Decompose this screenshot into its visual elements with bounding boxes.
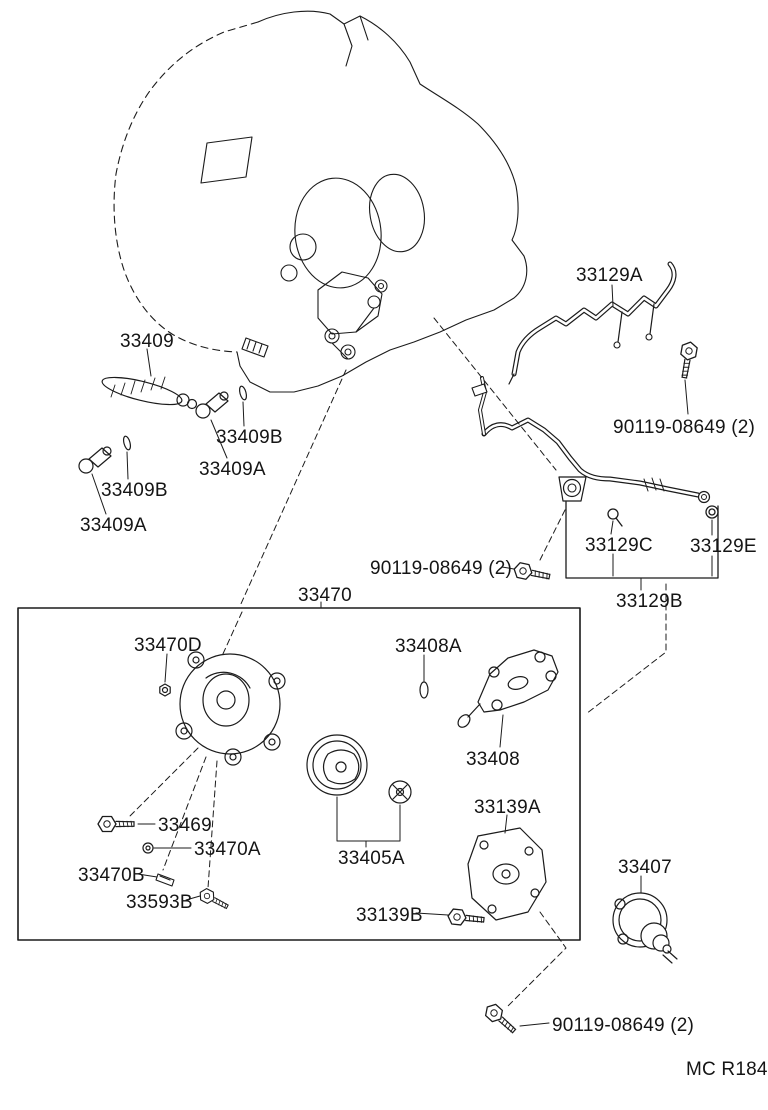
part-label-90119-08649-top: 90119-08649 (2) xyxy=(613,417,756,438)
bolt-33593b xyxy=(196,886,231,913)
oil-cooler-pipes-33129a xyxy=(471,261,711,504)
o-ring-33408a xyxy=(419,681,429,699)
part-label-33409a-lower: 33409A xyxy=(80,515,147,536)
cover-plate-33139a xyxy=(467,827,547,921)
part-label-33139b: 33139B xyxy=(356,905,423,926)
bolt-90119-bottom xyxy=(481,1000,520,1038)
part-label-33470: 33470 xyxy=(298,585,352,606)
group-box-33470 xyxy=(17,607,581,941)
clip-33129c xyxy=(607,508,619,520)
part-label-90119-08649-mid: 90119-08649 (2) xyxy=(370,558,513,579)
part-label-33408a: 33408A xyxy=(395,636,462,657)
bolt-90119-middle xyxy=(511,561,552,585)
oil-pump-body-33470 xyxy=(175,651,286,766)
part-label-33409a-upper: 33409A xyxy=(199,459,266,480)
leader-lines xyxy=(91,284,713,1027)
part-label-33129b: 33129B xyxy=(616,591,683,612)
grommet-33129e xyxy=(705,505,719,519)
bracket-33408 xyxy=(457,649,559,728)
part-label-33405a: 33405A xyxy=(338,848,405,869)
part-label-90119-08649-bottom: 90119-08649 (2) xyxy=(552,1015,695,1036)
part-label-33470b: 33470B xyxy=(78,865,145,886)
part-label-33139a: 33139A xyxy=(474,797,541,818)
construction-dashed-lines xyxy=(129,317,667,1007)
oil-pump-rotor-set-33405a xyxy=(306,734,412,804)
bolt-33139b xyxy=(446,907,486,928)
bolt-33469 xyxy=(97,815,135,833)
washer-33470a xyxy=(142,842,154,854)
pipe-group-bracket-33129b xyxy=(565,501,719,579)
stud-33470b xyxy=(155,873,175,887)
part-label-33407: 33407 xyxy=(618,857,672,878)
pump-drive-gear xyxy=(388,780,412,804)
part-label-33409b-lower: 33409B xyxy=(101,480,168,501)
part-label-33129a: 33129A xyxy=(576,265,643,286)
o-ring-33409b-upper xyxy=(238,385,248,401)
transaxle-case-outline xyxy=(113,10,528,393)
union-fitting-33409a-lower xyxy=(78,446,112,474)
page-footer-code: MC R184 xyxy=(686,1059,768,1080)
union-fitting-33409a-upper xyxy=(195,391,229,419)
part-label-33470d: 33470D xyxy=(134,635,202,656)
part-label-33470a: 33470A xyxy=(194,839,261,860)
governor-assembly-33407 xyxy=(612,892,678,964)
nut-33470d xyxy=(159,683,171,697)
o-ring-33409b-lower xyxy=(122,435,132,451)
part-label-33409b-upper: 33409B xyxy=(216,427,283,448)
part-label-33409: 33409 xyxy=(120,331,174,352)
bolt-90119-top xyxy=(676,340,699,380)
part-label-33129e: 33129E xyxy=(690,536,757,557)
part-label-33469: 33469 xyxy=(158,815,212,836)
oil-hose-33409 xyxy=(101,376,198,410)
part-label-33129c: 33129C xyxy=(585,535,653,556)
part-label-33408: 33408 xyxy=(466,749,520,770)
part-label-33593b: 33593B xyxy=(126,892,193,913)
